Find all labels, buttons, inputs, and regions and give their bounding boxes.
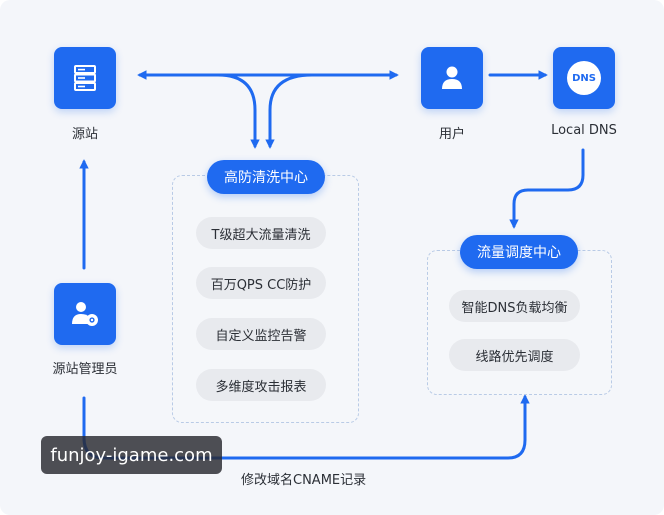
origin-server-node[interactable] <box>54 47 116 109</box>
scrubbing-center-title[interactable]: 高防清洗中心 <box>207 160 325 194</box>
admin-label: 源站管理员 <box>52 362 118 377</box>
cname-edge-label: 修改域名CNAME记录 <box>241 473 367 488</box>
scheduling-feature-item: 智能DNS负载均衡 <box>449 290 580 322</box>
local-dns-label: Local DNS <box>551 123 617 138</box>
origin-label: 源站 <box>71 127 98 142</box>
curve-to-scrubbing-left <box>216 73 260 149</box>
user-label: 用户 <box>438 127 465 142</box>
user-icon <box>442 66 462 89</box>
scrubbing-feature-item: 自定义监控告警 <box>196 318 326 350</box>
server-icon <box>74 65 96 91</box>
dns-to-scheduling-arrow <box>509 148 585 229</box>
user-node[interactable] <box>421 47 483 109</box>
dns-icon-text: DNS <box>572 72 596 84</box>
dns-icon: DNS <box>567 61 601 95</box>
admin-user-gear-icon <box>72 302 98 326</box>
traffic-scheduling-title[interactable]: 流量调度中心 <box>460 235 578 269</box>
watermark: funjoy-igame.com <box>41 436 222 474</box>
curve-to-scrubbing-right <box>265 73 314 149</box>
traffic-scheduling-panel <box>427 250 612 395</box>
scheduling-feature-item: 线路优先调度 <box>449 339 580 371</box>
admin-node[interactable] <box>54 283 116 345</box>
local-dns-node[interactable]: DNS <box>553 47 615 109</box>
scrubbing-feature-item: 百万QPS CC防护 <box>196 267 326 299</box>
scrubbing-feature-item: T级超大流量清洗 <box>196 217 326 249</box>
scrubbing-feature-item: 多维度攻击报表 <box>196 369 326 401</box>
